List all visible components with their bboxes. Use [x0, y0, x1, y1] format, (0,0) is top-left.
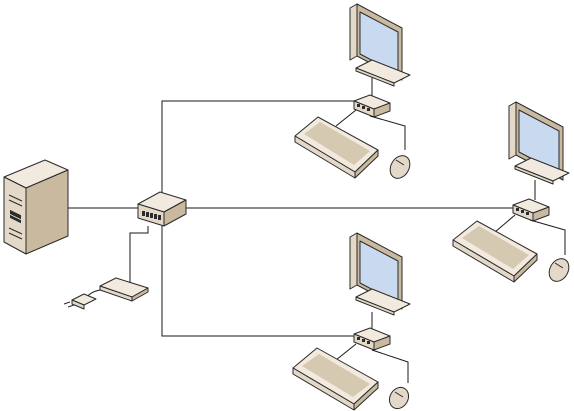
hub-icon [353, 94, 391, 118]
monitor-icon [508, 101, 570, 185]
power-adapter-icon [63, 277, 149, 310]
keyboard-icon [294, 116, 379, 179]
wire-switch-to-bottom-hub [161, 220, 358, 337]
tower-server-icon [3, 159, 69, 255]
wire-power-to-switch [115, 226, 149, 283]
workstation-right [452, 101, 570, 283]
hub-icon [353, 327, 391, 351]
workstation-top [294, 3, 411, 179]
hub-icon [512, 198, 550, 222]
workstation-bottom [292, 232, 411, 411]
mouse-icon [389, 155, 411, 179]
monitor-icon [349, 232, 411, 316]
switch-box-icon [137, 191, 187, 227]
keyboard-icon [292, 347, 379, 411]
mouse-icon [388, 386, 410, 410]
mouse-icon [548, 258, 570, 282]
keyboard-icon [452, 220, 538, 283]
monitor-icon [349, 3, 411, 87]
